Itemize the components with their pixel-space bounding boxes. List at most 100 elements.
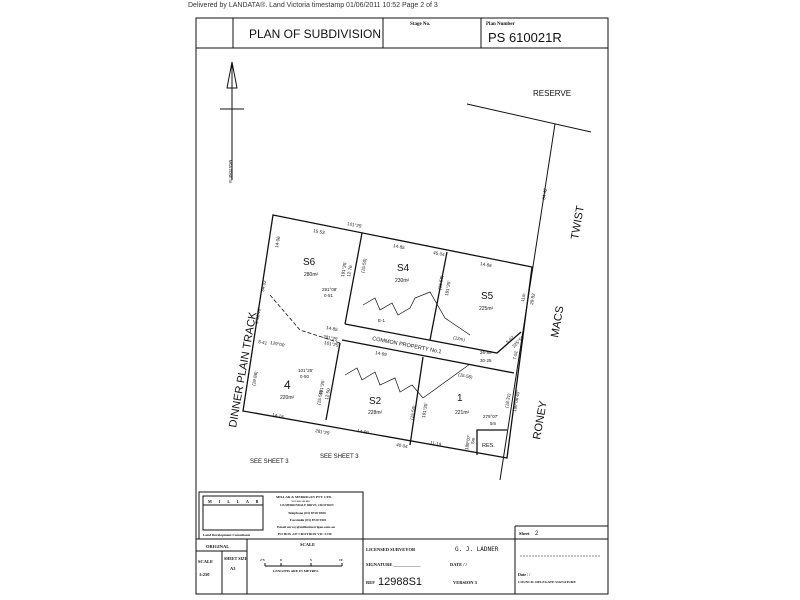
scale-tick: 10 — [339, 558, 343, 562]
dimension: 5·67 — [505, 334, 515, 344]
dimension: (19·86) — [251, 371, 259, 387]
lot-area: 220m² — [280, 395, 295, 401]
company-name: MILLAR & MERRIGAN PTY. LTD. — [276, 495, 332, 499]
dimension: 7·51 — [512, 350, 519, 360]
dimension: 12·50 — [324, 387, 331, 400]
lot-label: 4 — [284, 378, 291, 392]
scale-tick: 0 — [280, 558, 282, 562]
delivery-stamp: Delivered by LANDATA®. Land Victoria tim… — [188, 2, 438, 9]
company-facsimile: Facsimile (03) 8720 9501 — [290, 518, 327, 522]
lot-area: 230m² — [395, 278, 410, 284]
plan-number: PS 610021R — [488, 30, 562, 45]
see-sheet-note: SEE SHEET 3 — [320, 454, 359, 460]
dimension: 14·66 — [480, 261, 493, 268]
surveyor-name: G. J. LADNER — [455, 546, 499, 553]
date-field: DATE / / — [450, 562, 468, 567]
lot-area: 280m² — [304, 272, 319, 278]
dimension: (15·50) — [360, 258, 368, 274]
dimension: 11m — [520, 293, 526, 302]
stage-label: Stage No. — [410, 22, 431, 27]
company-telephone: Telephone (03) 8720 9500 — [288, 511, 326, 515]
reserve-lot-label: RES. — [482, 443, 495, 449]
dimension: 14·69 — [357, 428, 370, 435]
bearing: 191°25' — [444, 280, 452, 296]
lot-label: S6 — [303, 257, 316, 268]
bearing: 189°06'40" — [512, 389, 521, 412]
logo-letters: M I L L A R — [208, 499, 262, 504]
see-sheet-note: SEE SHEET 3 — [250, 459, 289, 465]
dimension: 34·02 — [260, 279, 267, 292]
dimension: 14·85 — [393, 243, 406, 250]
lot-label: S2 — [369, 396, 382, 407]
plan-number-label: Plan Number — [486, 22, 516, 27]
bearing: 191°25' — [421, 402, 429, 418]
bearing: 191°25' — [318, 379, 326, 395]
bearing: 9°06'40" — [254, 306, 262, 324]
dimension: 8·41 — [258, 339, 268, 346]
dimension: (15·50) — [437, 275, 445, 291]
road-name-macs: MACS — [549, 305, 566, 338]
lengths-note: LENGTHS ARE IN METRES — [273, 569, 318, 573]
bearing: 225°56' — [511, 334, 525, 348]
north-arrow-icon — [220, 61, 244, 180]
lot-label: 1 — [457, 393, 463, 404]
signature-field: SIGNATURE ____________ — [366, 562, 421, 567]
lot-area: 225m² — [479, 306, 494, 312]
company-po-box: PO BOX 247 CROYDON VIC 3136 — [278, 532, 332, 536]
dimension: 5m — [470, 437, 476, 444]
bearing: 101°25' — [347, 221, 363, 229]
scale-value: 1:250 — [199, 572, 210, 577]
company-address: 126 MERRINDALE DRIVE, CROYDON — [280, 503, 334, 507]
company-logo: M I L L A R Merrigan Land Development Co… — [202, 495, 264, 537]
dimension: 45·04 — [433, 250, 446, 257]
dimension: 14·85 — [326, 325, 339, 332]
dimension: 14·06 — [274, 235, 281, 248]
dimension: 12·76 — [346, 264, 353, 277]
bearing: 279°07' — [483, 414, 498, 419]
dimension: 5m — [490, 421, 497, 426]
dimension: 40·04 — [396, 442, 409, 449]
dimension: 14·69 — [375, 350, 388, 357]
title-block — [196, 491, 608, 594]
dimension: 0·51 — [324, 293, 334, 298]
council-signature-label: COUNCIL DELEGATE SIGNATURE — [518, 580, 576, 584]
council-date: Date / / — [518, 572, 531, 577]
road-name-roney: RONEY — [531, 399, 550, 440]
dimension: (12m) — [453, 335, 466, 342]
company-acn: ACN 005 541 668 — [291, 500, 310, 503]
dimension: 14·16 — [272, 412, 285, 419]
dimension: 34·42 — [541, 187, 548, 200]
version: VERSION 3 — [453, 580, 478, 585]
sheet-size-label: SHEET SIZE — [224, 556, 248, 561]
logo-tagline: Land Development Consultants — [203, 533, 251, 537]
dimension: (15·56) — [458, 372, 474, 380]
bearing: 281°25' — [323, 334, 339, 342]
road-name-twist: TWIST — [569, 204, 587, 240]
scale-tick: 2·5 — [260, 558, 265, 562]
dimension: 26·85 — [480, 350, 492, 355]
sheet-label: Sheet — [519, 531, 530, 536]
lot-area: 228m² — [368, 410, 383, 416]
surveyor-label: LICENSED SURVEYOR — [366, 547, 416, 552]
bearing: 189°07' — [464, 434, 472, 450]
easement-label: E-1 — [378, 318, 386, 323]
plan-title: PLAN OF SUBDIVISION — [249, 27, 381, 41]
bearing: 281°25' — [315, 428, 331, 436]
sheet-size: A3 — [230, 566, 236, 571]
reserve-boundary — [466, 103, 592, 133]
dimension: 0·50 — [300, 374, 310, 379]
bearing: 191°25' — [340, 261, 348, 277]
lot-area: 221m² — [455, 410, 470, 416]
dimension: 11·19 — [430, 440, 442, 447]
lot-label: S5 — [481, 291, 494, 302]
grid-zone-label: MGA ZONE 55 — [228, 160, 232, 183]
original-label: ORIGINAL — [206, 544, 229, 549]
reserve-label: RESERVE — [533, 89, 571, 98]
dimension: 30·25 — [480, 358, 492, 363]
dimension: (18·31) — [504, 393, 512, 409]
scale-bar — [264, 563, 343, 567]
scale-tick: 5 — [310, 558, 312, 562]
scale-heading: SCALE — [300, 542, 315, 547]
bearing: 129°00' — [270, 340, 286, 348]
